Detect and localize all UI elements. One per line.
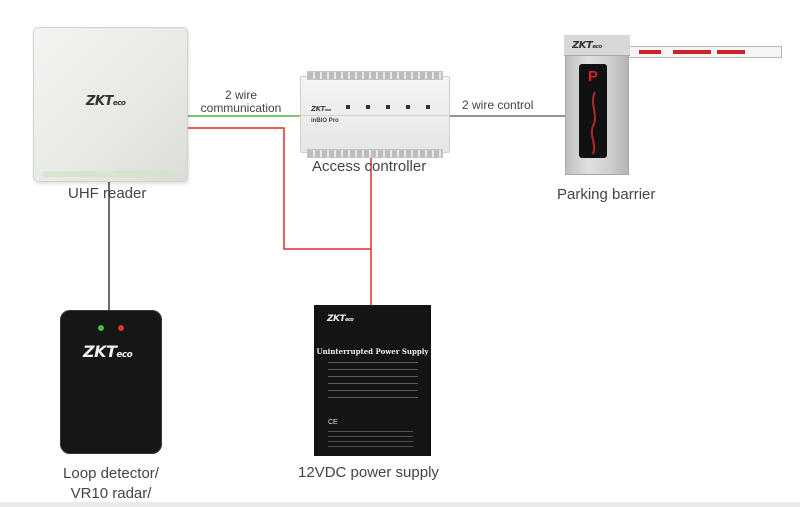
connection-label-line1: 2 wire	[224, 88, 257, 102]
loop-detector-label: Loop detector/ VR10 radar/	[53, 464, 169, 504]
barrier-arm	[620, 46, 782, 58]
terminal-block-top	[307, 71, 443, 80]
loop-detector: ZKTeco	[60, 310, 162, 454]
loop-detector-label-line1: Loop detector/	[63, 465, 159, 482]
uhf-reader-label: UHF reader	[68, 185, 147, 202]
reader-to-controller-label: 2 wire communication	[196, 89, 286, 115]
parking-barrier-label: Parking barrier	[557, 186, 656, 203]
access-controller-label: Access controller	[312, 158, 427, 175]
controller-model-text: inBIO Pro	[311, 118, 339, 124]
bottom-border	[0, 502, 800, 507]
power-supply-specs	[328, 362, 418, 402]
zkteco-logo: ZKTeco	[311, 105, 331, 113]
access-controller: ZKTeco inBIO Pro	[300, 71, 450, 158]
power-supply-label: 12VDC power supply	[298, 464, 439, 481]
green-led-icon	[98, 325, 104, 331]
terminal-block-bottom	[307, 149, 443, 158]
barrier-cap	[564, 35, 630, 56]
arm-stripe	[673, 50, 711, 54]
power-supply-title: Uninterrupted Power Supply	[316, 347, 429, 356]
parking-sign: P	[587, 68, 598, 85]
loop-detector-label-line2: VR10 radar/	[70, 485, 152, 502]
zkteco-logo: ZKTeco	[327, 314, 354, 324]
zkteco-logo: ZKTeco	[86, 94, 126, 109]
power-supply: ZKTeco Uninterrupted Power Supply CE	[314, 305, 431, 456]
uhf-reader-indicator	[42, 171, 179, 177]
controller-rail	[301, 114, 449, 116]
controller-to-barrier-label: 2 wire control	[462, 98, 534, 112]
parking-barrier: ZKTeco P	[564, 35, 630, 175]
arm-stripe	[717, 50, 745, 54]
uhf-reader: ZKTeco	[33, 27, 188, 182]
controller-leds	[346, 105, 441, 109]
red-led-icon	[118, 325, 124, 331]
connection-label-line2: communication	[200, 101, 282, 115]
zkteco-logo: ZKTeco	[572, 40, 602, 51]
ce-mark: CE	[328, 419, 338, 426]
barrier-light-strip	[590, 91, 596, 155]
power-wire	[186, 127, 371, 250]
arm-stripe	[639, 50, 661, 54]
barrier-display-panel: P	[579, 64, 607, 158]
power-supply-fine-print	[328, 431, 413, 449]
zkteco-logo: ZKTeco	[83, 342, 133, 361]
